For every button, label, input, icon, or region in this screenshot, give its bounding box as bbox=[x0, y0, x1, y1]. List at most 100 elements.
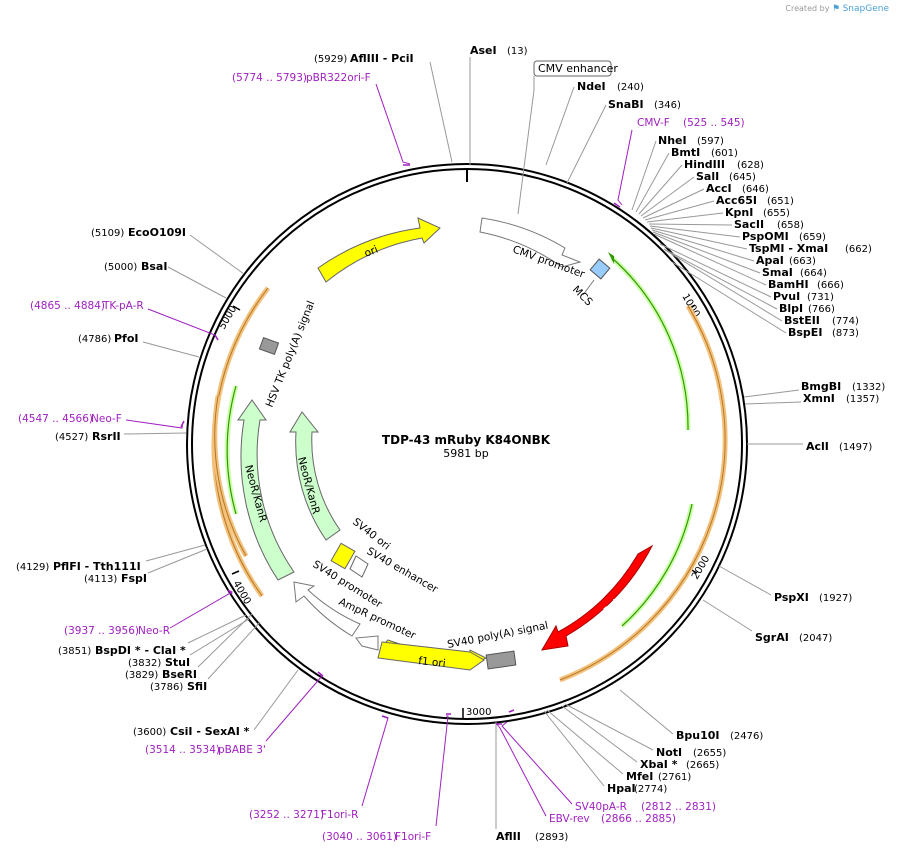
site-labels-top-left: (5929) AflIII - PciI (5774 .. 5793) pBR3… bbox=[232, 52, 453, 165]
hsv-tk-polya-label: HSV TK poly(A) signal bbox=[264, 299, 318, 409]
site-labels-right: BmgBI (1332) XmnI (1357) AclI (1497) Psp… bbox=[702, 380, 885, 644]
primer-range: (2812 .. 2831) bbox=[641, 801, 716, 813]
site-name: HindIII bbox=[684, 158, 725, 171]
primer-name: pBR322ori-F bbox=[306, 72, 371, 84]
site-pos: (601) bbox=[711, 148, 738, 159]
site-pos: (1332) bbox=[852, 382, 885, 393]
backbone-inner bbox=[191, 168, 743, 720]
site-name: BmgBI bbox=[801, 380, 841, 393]
sv40-ori-box bbox=[330, 542, 356, 570]
primer-range: (525 .. 545) bbox=[683, 117, 745, 129]
primer-name: Neo-R bbox=[138, 625, 170, 637]
site-name: AccI bbox=[706, 182, 732, 195]
site-name: StuI bbox=[165, 656, 190, 669]
primer-name: F1ori-F bbox=[395, 831, 431, 843]
sv40-promoter-arrow bbox=[293, 581, 361, 637]
site-name: BseRI bbox=[162, 668, 197, 681]
site-name: PflFI - Tth111I bbox=[53, 560, 141, 573]
site-pos: (2047) bbox=[799, 633, 832, 644]
site-pos: (659) bbox=[799, 232, 826, 243]
site-pos: (645) bbox=[729, 172, 756, 183]
site-pos: (3786) bbox=[150, 682, 183, 693]
snapgene-logo-icon: ⚑ bbox=[831, 4, 841, 14]
site-pos: (3832) bbox=[128, 658, 161, 669]
site-name: BspDI * - ClaI * bbox=[95, 644, 186, 657]
site-pos: (4129) bbox=[16, 562, 49, 573]
site-name: BmtI bbox=[671, 146, 700, 159]
site-pos: (655) bbox=[763, 208, 790, 219]
site-labels-left: (3937 .. 3956) Neo-R (3786) SfiI (3829) … bbox=[16, 226, 261, 693]
site-name: PspOMI bbox=[742, 230, 789, 243]
site-name: NdeI bbox=[577, 80, 606, 93]
ori-label: ori bbox=[363, 244, 380, 260]
hsv-tk-polya-box bbox=[258, 336, 280, 356]
site-name: TspMI - XmaI bbox=[749, 242, 828, 255]
plasmid-size: 5981 bp bbox=[443, 447, 488, 460]
site-pos: (3829) bbox=[125, 670, 158, 681]
site-pos: (1927) bbox=[819, 593, 852, 604]
site-pos: (4786) bbox=[78, 334, 111, 345]
sv40-enhancer-box bbox=[349, 555, 369, 578]
site-pos: (5929) bbox=[314, 54, 347, 65]
site-name: NheI bbox=[658, 134, 687, 147]
site-pos: (3851) bbox=[58, 646, 91, 657]
plasmid-name: TDP-43 mRuby K84ONBK bbox=[382, 433, 551, 447]
site-pos: (13) bbox=[507, 46, 528, 57]
site-name: BstEII bbox=[784, 314, 820, 327]
tick-5000: 5000 bbox=[217, 304, 239, 332]
site-name: SmaI bbox=[762, 266, 793, 279]
primer-range: (3040 .. 3061) bbox=[322, 831, 397, 843]
mruby-arrow bbox=[541, 544, 654, 651]
site-pos: (2476) bbox=[730, 731, 763, 742]
cmv-enhancer-box bbox=[533, 60, 612, 77]
site-pos: (774) bbox=[832, 316, 859, 327]
mcs-label: MCS bbox=[570, 284, 595, 309]
primer-ticks bbox=[180, 164, 621, 725]
site-name: Acc65I bbox=[716, 194, 757, 207]
tick-4000: 4000 bbox=[230, 579, 252, 607]
primer-range: (3514 .. 3534) bbox=[145, 744, 220, 756]
tick-3000: 3000 bbox=[466, 707, 491, 718]
site-pos: (4527) bbox=[55, 432, 88, 443]
site-pos: (663) bbox=[789, 256, 816, 267]
primer-name: EBV-rev bbox=[549, 813, 590, 825]
site-name: RsrII bbox=[92, 430, 121, 443]
site-pos: (2893) bbox=[535, 832, 568, 843]
site-name: SnaBI bbox=[608, 98, 644, 111]
site-labels-right-fan: NheI (597) BmtI (601) HindIII (628) SalI… bbox=[631, 134, 872, 339]
site-pos: (651) bbox=[767, 196, 794, 207]
primer-name: TK-pA-R bbox=[102, 300, 144, 312]
site-name: BlpI bbox=[779, 302, 803, 315]
site-pos: (2665) bbox=[686, 760, 719, 771]
primer-range: (5774 .. 5793) bbox=[232, 72, 307, 84]
site-pos: (662) bbox=[845, 244, 872, 255]
site-pos: (2774) bbox=[634, 784, 667, 795]
primer-labels-bottom: (3040 .. 3061) F1ori-F (3252 .. 3271) F1… bbox=[133, 669, 449, 843]
neo-outer-arrow bbox=[237, 399, 295, 581]
site-name: NotI bbox=[656, 746, 682, 759]
site-name: PfoI bbox=[114, 332, 139, 345]
site-name: BamHI bbox=[768, 278, 809, 291]
f1-ori-arrow bbox=[377, 641, 485, 671]
site-pos: (2761) bbox=[658, 772, 691, 783]
site-name: SalI bbox=[696, 170, 719, 183]
neo-inner-arrow bbox=[289, 411, 341, 541]
site-name: EcoO109I bbox=[128, 226, 186, 239]
site-pos: (597) bbox=[697, 136, 724, 147]
primer-range: (2866 .. 2885) bbox=[601, 813, 676, 825]
primer-name: CMV-F bbox=[637, 117, 670, 129]
site-name: BspEI bbox=[788, 326, 822, 339]
site-pos: (1497) bbox=[839, 442, 872, 453]
primer-range: (4865 .. 4884) bbox=[30, 300, 105, 312]
sv40-polya-box bbox=[485, 650, 517, 670]
site-pos: (4113) bbox=[84, 574, 117, 585]
cmv-enhancer-arrow bbox=[479, 217, 582, 268]
primer-name: pBABE 3' bbox=[218, 744, 266, 756]
f1-ori-label: f1 ori bbox=[418, 655, 446, 670]
site-name: MfeI bbox=[626, 770, 653, 783]
site-pos: (2655) bbox=[693, 748, 726, 759]
sv40-polya-label: SV40 poly(A) signal bbox=[446, 620, 549, 651]
site-name: FspI bbox=[121, 572, 147, 585]
site-name: AclI bbox=[806, 440, 829, 453]
